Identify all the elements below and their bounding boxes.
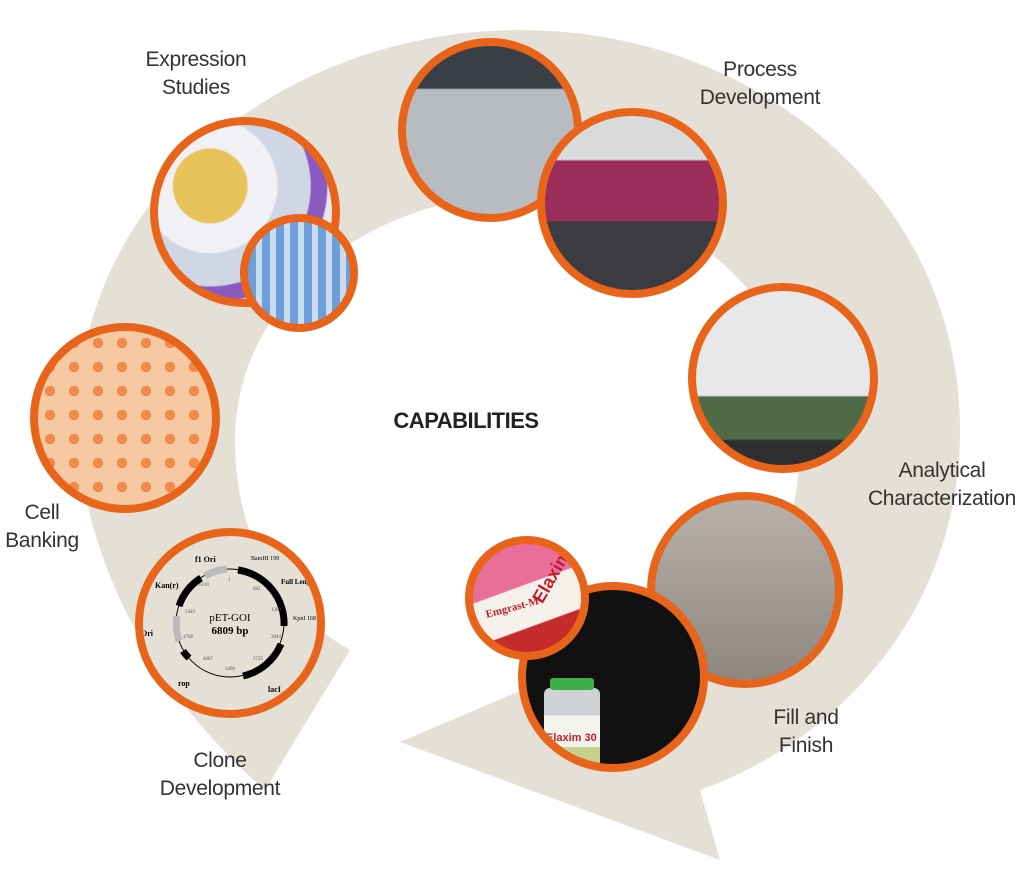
label-line: Finish: [778, 734, 834, 757]
label-line: Development: [159, 777, 281, 800]
label-line: Fill and: [773, 706, 839, 729]
plasmid-feature: lacI: [268, 685, 281, 694]
label-line: Expression: [145, 48, 247, 71]
plasmid-tick: 4768: [183, 635, 194, 640]
plasmid-name: pET-GOI: [209, 612, 250, 624]
vial-body: [544, 688, 600, 764]
label-line: Clone: [193, 749, 247, 772]
cell-banking-tubes-photo: [30, 323, 220, 513]
plasmid-tick: 2725: [253, 657, 264, 662]
plasmid-feature: Full Length G: [281, 578, 317, 586]
plasmid-tick: 4087: [203, 657, 214, 662]
label-line: Development: [699, 86, 821, 109]
vial-cap: [550, 678, 594, 690]
plasmid-feature: BamHI 199: [251, 556, 279, 562]
plasmid-tick: 5449: [185, 610, 196, 615]
fill-cleanroom-photo: [647, 492, 843, 688]
label-line: Cell: [24, 501, 60, 524]
plasmid-tick: 682: [253, 587, 261, 592]
plasmid-feature: KpnI 168: [293, 616, 316, 622]
plasmid-size: 6809 bp: [212, 625, 249, 637]
process-lab-photo: [537, 108, 727, 298]
plasmid-feature: f1 Ori: [195, 555, 216, 564]
label-line: Process: [723, 58, 797, 81]
fill-packs-photo: Elaxim Emgrast-M: [465, 536, 589, 660]
plasmid-tick: 2044: [271, 635, 282, 640]
center-title: CAPABILITIES: [393, 408, 539, 433]
label-line: Banking: [5, 529, 79, 552]
plasmid-tick: 1: [228, 578, 231, 583]
expression-gel-photo: [240, 214, 358, 332]
plasmid-tick: 6130: [199, 583, 210, 588]
label-line: Characterization: [867, 487, 1017, 510]
label-line: Analytical: [898, 459, 986, 482]
clone-plasmid-map: pET-GOI 6809 bp f1 Ori Kan(r) Full Lengt…: [135, 528, 325, 718]
plasmid-tick: 1363: [271, 608, 282, 613]
plasmid-tick: 3406: [225, 667, 236, 672]
product-pack-label-2: Emgrast-M: [484, 595, 541, 621]
label-line: Studies: [162, 76, 230, 99]
vial-label: Elaxim 30: [546, 732, 597, 744]
plasmid-feature: Kan(r): [155, 581, 179, 590]
plasmid-feature: rop: [178, 679, 190, 688]
plasmid-feature: Ori: [143, 629, 154, 638]
analytical-hplc-photo: [688, 283, 878, 473]
